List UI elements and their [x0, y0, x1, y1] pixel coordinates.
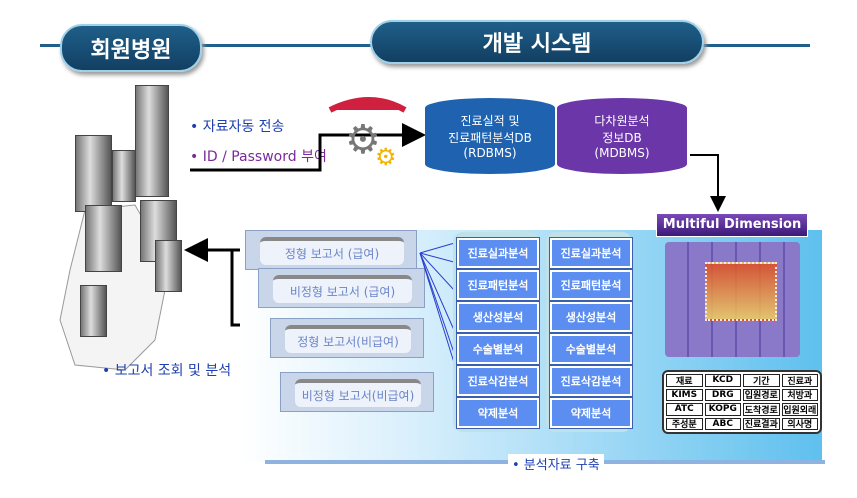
building-icon	[155, 240, 182, 292]
building-icon	[112, 150, 136, 202]
analysis-button[interactable]: 진료실과분석	[456, 237, 540, 269]
cube-highlight	[705, 262, 777, 321]
building-icon	[85, 205, 122, 272]
analysis-button[interactable]: 진료패턴분석	[549, 269, 633, 301]
analysis-button[interactable]: 진료실과분석	[549, 237, 633, 269]
gear-icon: ⚙	[345, 117, 381, 163]
dev-system-title: 개발 시스템	[370, 20, 704, 64]
dimension-cell: 진료과	[781, 374, 818, 387]
analysis-button[interactable]: 약제분석	[456, 397, 540, 429]
dimension-cell: ABC	[704, 417, 741, 430]
report-label: 비정형 보고서(비급여)	[295, 379, 421, 407]
analysis-button[interactable]: 진료삭감분석	[549, 365, 633, 397]
report-card[interactable]: 정형 보고서(비급여)	[270, 318, 424, 358]
report-card[interactable]: 비정형 보고서 (급여)	[258, 268, 425, 308]
dimension-cell: 진료결과	[743, 417, 780, 430]
analysis-button[interactable]: 수술별분석	[549, 333, 633, 365]
dimension-cell: 주성분	[666, 417, 703, 430]
report-label: 정형 보고서(비급여)	[285, 325, 411, 353]
analysis-button[interactable]: 진료삭감분석	[456, 365, 540, 397]
dimension-cell: DRG	[704, 388, 741, 401]
footer-label: • 분석자료 구축	[508, 454, 604, 473]
dimension-cell: ATC	[666, 403, 703, 416]
analysis-button[interactable]: 생산성분석	[549, 301, 633, 333]
dimension-cell: 기간	[743, 374, 780, 387]
analysis-button[interactable]: 생산성분석	[456, 301, 540, 333]
building-icon	[135, 85, 169, 197]
report-label: 비정형 보고서 (급여)	[273, 275, 412, 303]
dimension-cell: 도착경로	[743, 403, 780, 416]
dimension-cell: 처방과	[781, 388, 818, 401]
gear-small-icon: ⚙	[375, 143, 397, 171]
report-card[interactable]: 정형 보고서 (급여)	[245, 230, 417, 270]
transfer-label: • 자료자동 전송	[190, 119, 285, 135]
analysis-button[interactable]: 수술별분석	[456, 333, 540, 365]
building-icon	[80, 285, 107, 337]
report-card[interactable]: 비정형 보고서(비급여)	[280, 372, 434, 412]
password-label: • ID / Password 부여	[190, 149, 327, 165]
dimension-cell: 입원외래	[781, 403, 818, 416]
member-hospital-title: 회원병원	[60, 24, 202, 72]
report-view-label: • 보고서 조회 및 분석	[102, 363, 232, 379]
title-text: 개발 시스템	[482, 32, 592, 57]
db-line: (MDBMS)	[594, 146, 650, 160]
analysis-button[interactable]: 약제분석	[549, 397, 633, 429]
dimension-cell: KIMS	[666, 388, 703, 401]
dimension-cell: KCD	[704, 374, 741, 387]
db-line: (RDBMS)	[463, 146, 517, 160]
dimension-cell: 입원경로	[743, 388, 780, 401]
db-line: 진료실적 및	[460, 114, 520, 128]
report-label: 정형 보고서 (급여)	[260, 237, 404, 265]
multidim-label: Multiful Dimension	[656, 213, 808, 237]
title-text: 회원병원	[90, 38, 172, 63]
dimension-cell: 재료	[666, 374, 703, 387]
db-line: 정보DB	[602, 131, 642, 145]
db-line: 진료패턴분석DB	[448, 131, 532, 145]
dimension-cell: 의사명	[781, 417, 818, 430]
db-line: 다차원분석	[594, 114, 650, 128]
data-cube	[665, 242, 800, 357]
analysis-button[interactable]: 진료패턴분석	[456, 269, 540, 301]
dimension-cell: KOPG	[704, 403, 741, 416]
